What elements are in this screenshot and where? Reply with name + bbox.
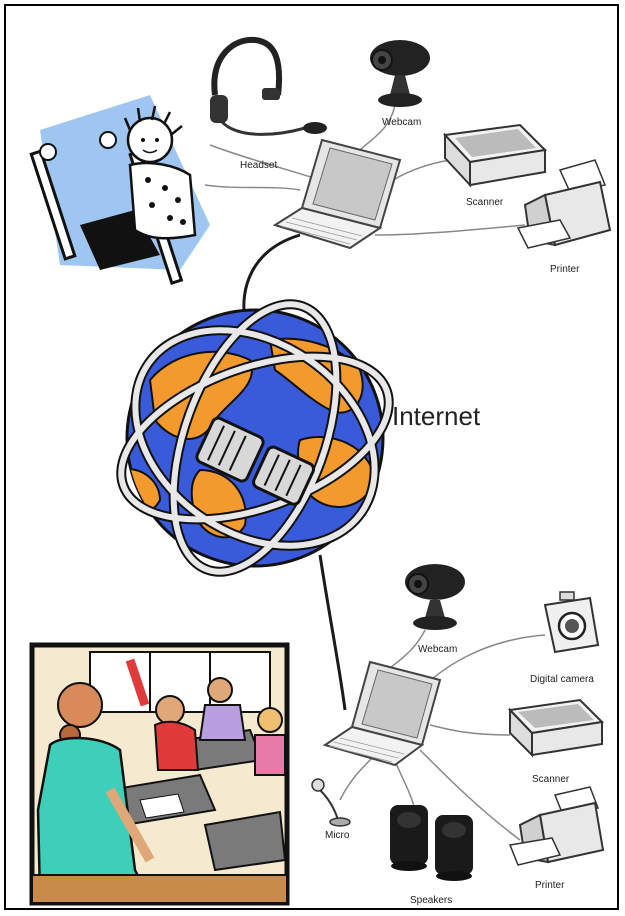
scanner-label-bottom: Scanner bbox=[532, 774, 570, 785]
printer-icon bbox=[510, 787, 603, 865]
micro-label: Micro bbox=[325, 830, 350, 841]
webcam-icon bbox=[370, 40, 430, 107]
scanner-label-top: Scanner bbox=[466, 197, 504, 208]
webcam-icon bbox=[405, 564, 465, 630]
printer-label-top: Printer bbox=[550, 264, 580, 275]
headset-label: Headset bbox=[240, 160, 277, 171]
internet-label: Internet bbox=[392, 401, 481, 431]
printer-label-bottom: Printer bbox=[535, 880, 565, 891]
digital-camera-icon bbox=[545, 592, 598, 652]
microphone-icon bbox=[312, 779, 350, 826]
headset-icon bbox=[210, 40, 327, 135]
speakers-icon bbox=[390, 805, 473, 881]
scanner-icon bbox=[445, 125, 545, 185]
webcam-label-bottom: Webcam bbox=[418, 644, 457, 655]
digital-camera-label: Digital camera bbox=[530, 674, 594, 685]
child-in-bed-illustration bbox=[31, 95, 210, 283]
laptop-icon bbox=[275, 140, 400, 248]
laptop-icon bbox=[325, 662, 440, 765]
scanner-icon bbox=[510, 700, 602, 755]
webcam-label-top: Webcam bbox=[382, 117, 421, 128]
classroom-illustration bbox=[32, 645, 287, 903]
speakers-label: Speakers bbox=[410, 895, 452, 906]
